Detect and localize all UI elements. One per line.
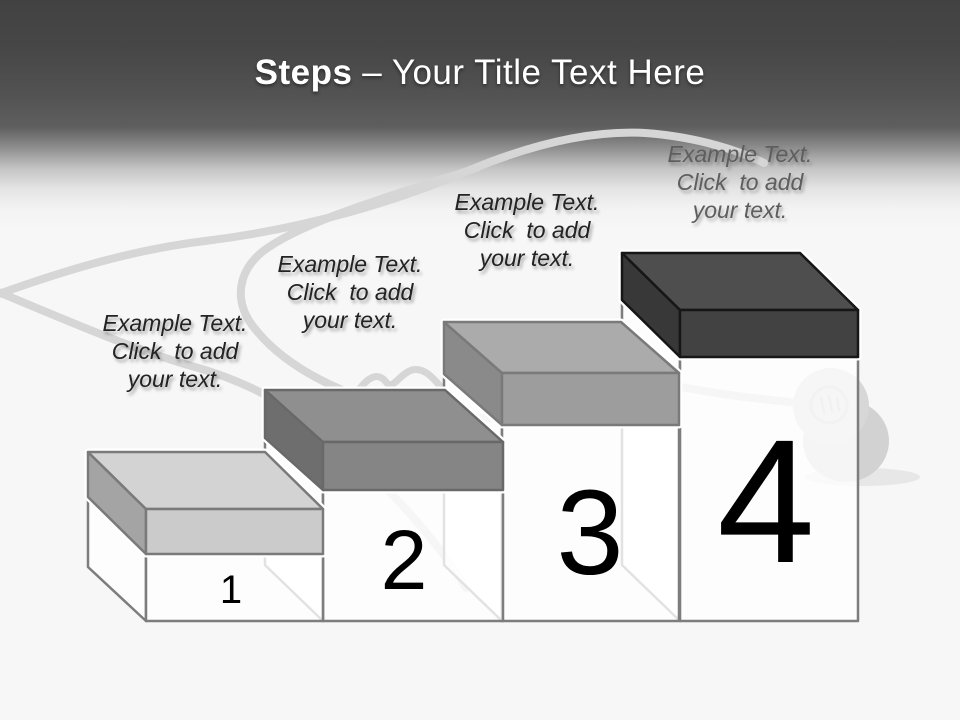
- step-4-label[interactable]: Example Text. Click to add your text.: [615, 140, 865, 224]
- step-1-lid[interactable]: [84, 448, 327, 558]
- step-4-label-line: Click to add: [676, 169, 804, 195]
- step-2-label[interactable]: Example Text. Click to add your text.: [225, 250, 475, 334]
- step-3-label-line: Example Text.: [454, 189, 600, 215]
- step-2-label-line: Example Text.: [277, 251, 423, 277]
- step-3-label-line: your text.: [479, 245, 575, 271]
- step-3-lid-front: [500, 371, 681, 427]
- slide-title[interactable]: Steps– Your Title Text Here: [0, 52, 960, 94]
- step-3-number: 3: [556, 464, 623, 600]
- step-4-lid-front: [678, 308, 860, 359]
- title-text: – Your Title Text Here: [362, 53, 706, 92]
- step-1-label-line: Click to add: [111, 338, 239, 364]
- step-2-lid[interactable]: [261, 386, 507, 494]
- step-4-number: 4: [717, 404, 815, 600]
- step-2-label-line: Click to add: [286, 279, 414, 305]
- step-2-number: 2: [381, 513, 428, 607]
- step-1-label-line: Example Text.: [102, 310, 248, 336]
- step-3-label-line: Click to add: [463, 217, 591, 243]
- step-4-label-line: Example Text.: [667, 141, 813, 167]
- step-4-lid[interactable]: [618, 249, 862, 361]
- step-1-label-line: your text.: [127, 366, 223, 392]
- step-3-lid[interactable]: [440, 318, 683, 429]
- step-1-label[interactable]: Example Text. Click to add your text.: [50, 309, 300, 393]
- step-1-number: 1: [220, 568, 242, 612]
- step-2-lid-front: [321, 440, 505, 492]
- title-topic: Steps: [254, 53, 353, 92]
- stethoscope-tube-curl: [346, 366, 445, 407]
- step-1-lid-front: [144, 507, 325, 556]
- step-4-label-line: your text.: [692, 197, 788, 223]
- step-2-label-line: your text.: [302, 307, 398, 333]
- step-3-label[interactable]: Example Text. Click to add your text.: [402, 188, 652, 272]
